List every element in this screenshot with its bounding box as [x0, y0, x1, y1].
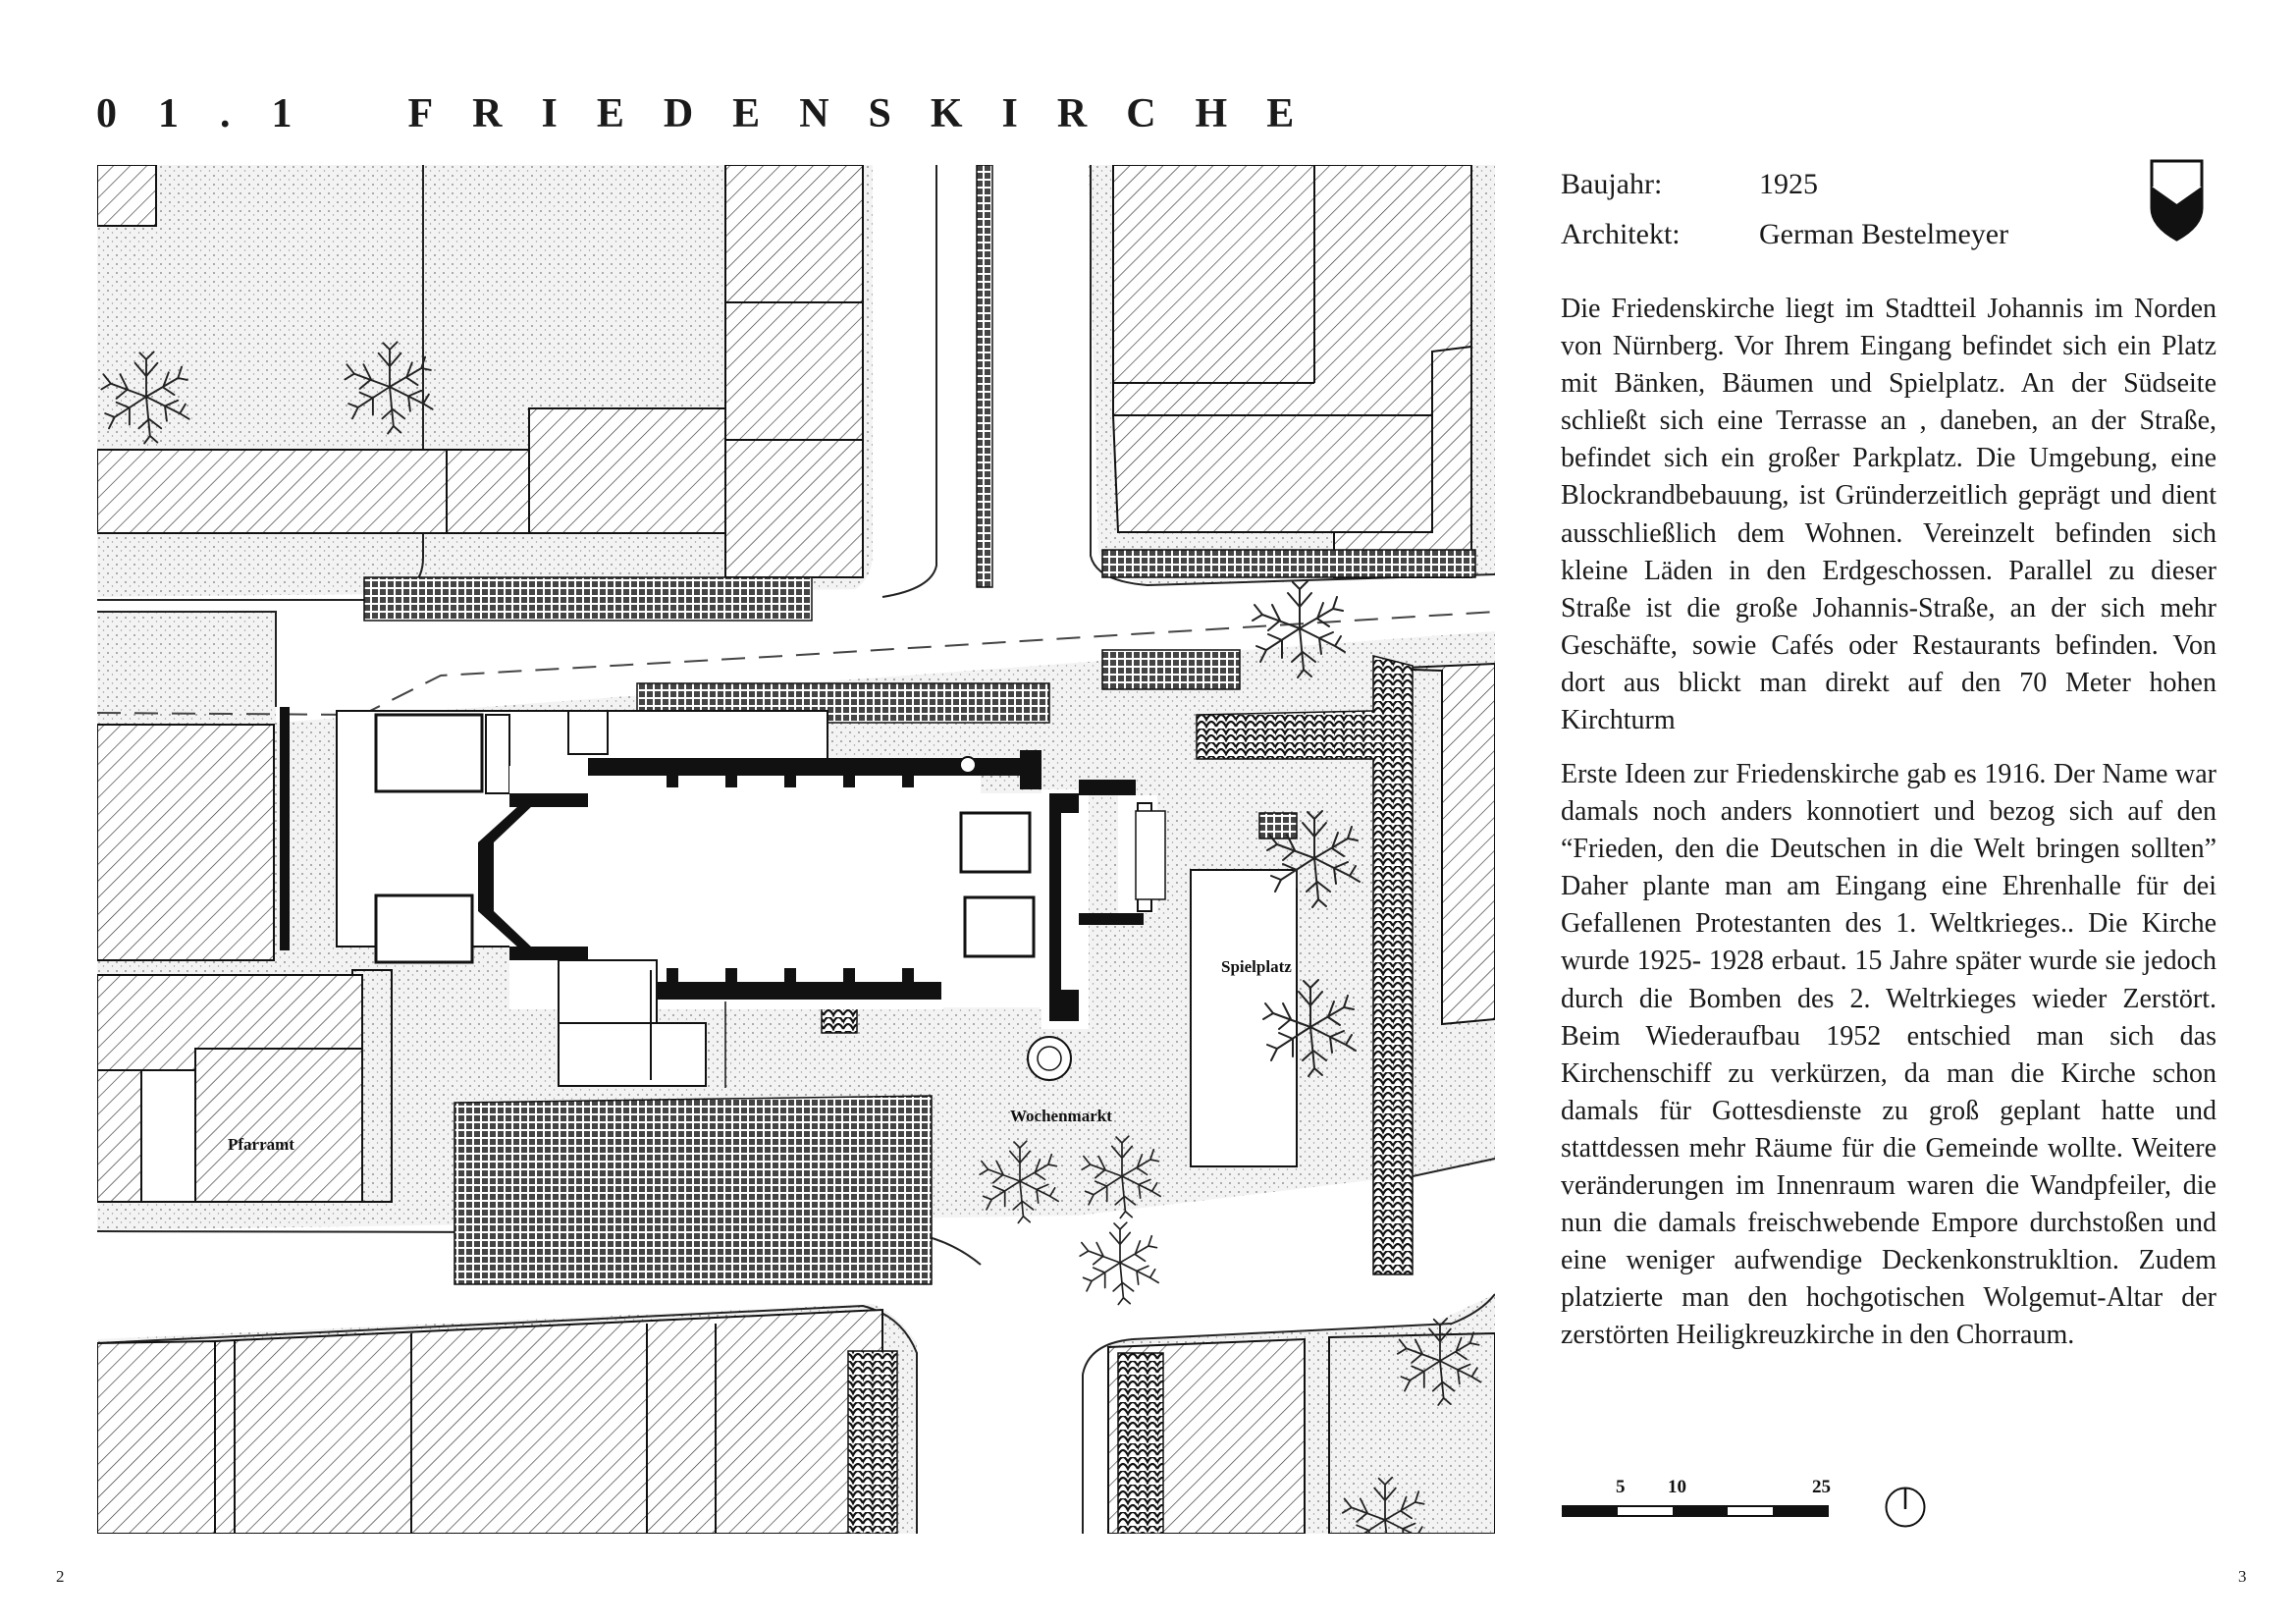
label-pfarramt: Pfarramt	[228, 1135, 294, 1154]
page-number-left: 2	[56, 1567, 65, 1586]
page-number-right: 3	[2238, 1567, 2247, 1586]
page-title: 01.1 FRIEDENSKIRCHE	[96, 90, 1333, 139]
description-paragraph-1: Die Friedenskirche liegt im Stadtteil Jo…	[1561, 294, 2216, 736]
scale-label-10: 10	[1668, 1477, 1686, 1497]
label-wochenmarkt: Wochenmarkt	[1010, 1107, 1112, 1125]
architekt-value: German Bestelmeyer	[1759, 218, 2009, 250]
scale-bar: 5 10 25	[1562, 1477, 1831, 1517]
architekt-row: Architekt: German Bestelmeyer	[1561, 209, 2008, 259]
scale-label-5: 5	[1616, 1477, 1626, 1497]
north-arrow-icon	[1885, 1487, 1926, 1528]
label-spielplatz: Spielplatz	[1221, 957, 1292, 976]
shield-icon	[2150, 159, 2204, 242]
architekt-label: Architekt:	[1561, 218, 1681, 250]
description-paragraph-2: Erste Ideen zur Friedenskirche gab es 19…	[1561, 759, 2216, 1351]
baujahr-label: Baujahr:	[1561, 168, 1663, 200]
building-meta: Baujahr: 1925 Architekt: German Bestelme…	[1561, 159, 2008, 259]
baujahr-row: Baujahr: 1925	[1561, 159, 2008, 209]
baujahr-value: 1925	[1759, 168, 1818, 200]
site-plan: Pfarramt Wochenmarkt Spielplatz	[97, 165, 1495, 1534]
church-floor-plan	[280, 707, 1166, 1088]
section-title: FRIEDENSKIRCHE	[407, 91, 1334, 136]
scale-label-25: 25	[1812, 1477, 1831, 1497]
section-number: 01.1	[96, 91, 334, 136]
